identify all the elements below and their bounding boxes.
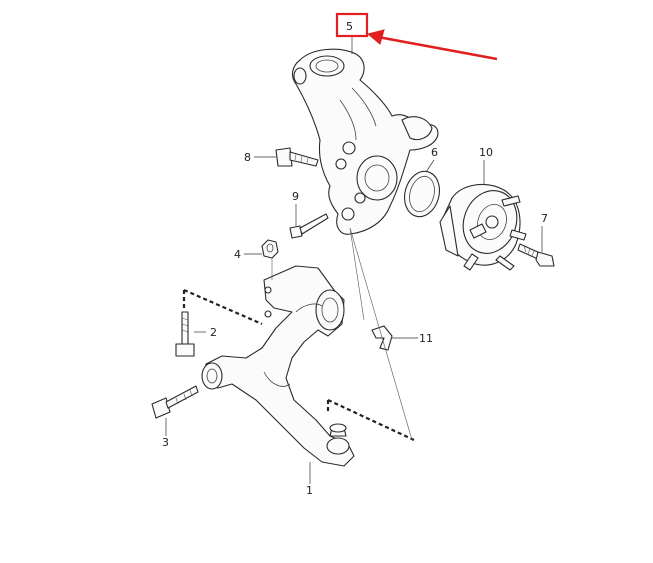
lower-control-arm (201, 265, 355, 467)
callout-10: 10 (479, 146, 493, 159)
callout-1: 1 (306, 484, 313, 497)
bolt-3 (151, 385, 199, 419)
assembly-guide-lines (182, 288, 415, 441)
callout-11: 11 (419, 332, 433, 345)
highlight-arrow-head (366, 29, 385, 45)
wheel-hub (439, 183, 527, 271)
callout-6: 6 (431, 146, 438, 159)
callout-9: 9 (292, 190, 299, 203)
callout-2: 2 (210, 326, 217, 339)
bolt-8 (275, 147, 319, 167)
callout-5: 5 (346, 20, 353, 33)
highlight-box (335, 12, 369, 38)
callout-7: 7 (541, 212, 548, 225)
callout-4: 4 (234, 248, 241, 261)
highlighted-callout-5: 5 (335, 12, 498, 61)
highlight-arrow-shaft (377, 35, 498, 61)
steering-knuckle (291, 48, 439, 235)
nut-4 (261, 239, 279, 259)
wheel-bolt (517, 243, 555, 267)
bolt-9 (289, 213, 329, 239)
callout-labels: 8 9 4 6 10 7 2 11 3 1 (162, 146, 548, 497)
callout-3: 3 (162, 436, 169, 449)
seal-ring (403, 170, 441, 218)
connector-lines (271, 227, 413, 441)
bolt-2 (175, 311, 195, 357)
callout-8: 8 (244, 151, 251, 164)
leader-lines (165, 36, 543, 484)
